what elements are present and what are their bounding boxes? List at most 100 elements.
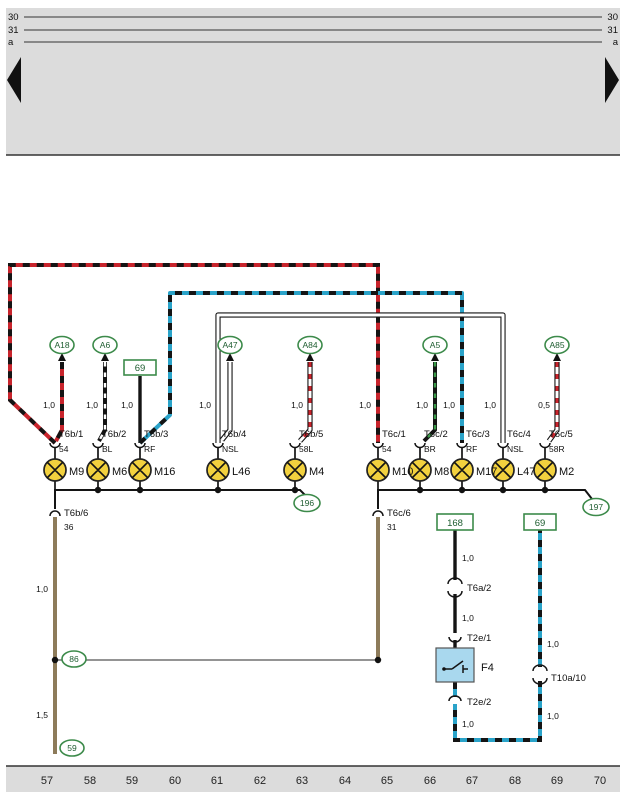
track-number: 61 <box>211 775 223 787</box>
track-number: 60 <box>169 775 181 787</box>
ref-node-A5 <box>422 335 448 355</box>
gauge-label: 1,5 <box>36 710 48 720</box>
gauge-label: 1,0 <box>291 400 303 410</box>
track-number: 63 <box>296 775 308 787</box>
wire-a47-stub <box>219 362 233 442</box>
rail-label-right-30: 30 <box>607 12 618 23</box>
continuation-arrow-left-icon <box>7 57 21 103</box>
node-label-197: 197 <box>589 502 603 512</box>
ref-node-A84 <box>297 335 323 355</box>
circuit-label: RF <box>466 444 477 454</box>
track-number: 67 <box>466 775 478 787</box>
track-number: 65 <box>381 775 393 787</box>
gauge-label: 1,0 <box>359 400 371 410</box>
gauge-label: 0,5 <box>538 400 550 410</box>
terminal-label: T6c/1 <box>382 429 406 440</box>
gauge-label: 1,0 <box>547 639 559 649</box>
rail-label-left-30: 30 <box>8 12 19 23</box>
bulb-name: M9 <box>69 466 84 478</box>
box-label-168: 168 <box>447 518 463 529</box>
connector-label-t2e2: T2e/2 <box>467 697 491 708</box>
bulb-stub-wires <box>54 447 546 490</box>
ref-label-a6: A6 <box>100 340 111 350</box>
f4-return-wire <box>453 530 542 742</box>
circuit-label-36: 36 <box>64 522 74 532</box>
ref-label-a18: A18 <box>54 340 69 350</box>
wire-box-69-right <box>523 513 557 531</box>
terminal-label: T6b/3 <box>144 429 168 440</box>
component-label-f4: F4 <box>481 662 494 674</box>
wire-box-168 <box>436 513 474 531</box>
bulb-name: M2 <box>559 466 574 478</box>
ref-node-A47 <box>217 335 243 355</box>
terminal-label: T6c/5 <box>549 429 573 440</box>
wire-rf-reversing-link <box>138 291 464 445</box>
circuit-label: NSL <box>222 444 239 454</box>
wire-box-69-left <box>123 359 157 376</box>
circuit-label: 58L <box>299 444 313 454</box>
box-label-69-right: 69 <box>535 518 546 529</box>
gauge-label: 1,0 <box>547 711 559 721</box>
node-label-86: 86 <box>69 654 79 664</box>
box-label-69-left: 69 <box>135 363 146 374</box>
ref-node-A85 <box>544 335 570 355</box>
connector-label-t6a2: T6a/2 <box>467 583 491 594</box>
circuit-label: BR <box>424 444 436 454</box>
circuit-label: 54 <box>382 444 392 454</box>
node-86 <box>61 650 87 668</box>
bulb-cross-glyphs <box>46 461 554 479</box>
inline-connectors <box>49 510 548 702</box>
connector-gaps <box>52 509 543 704</box>
terminal-label-t6c6: T6c/6 <box>387 508 411 519</box>
circuit-label: RF <box>144 444 155 454</box>
bulb-name: M10 <box>392 466 413 478</box>
wires-layer <box>8 263 593 754</box>
gauge-label: 1,0 <box>462 613 474 623</box>
bulb-name: M8 <box>434 466 449 478</box>
ref-arrow-a47-icon <box>226 353 234 361</box>
track-number: 62 <box>254 775 266 787</box>
ref-arrow-a84-icon <box>306 353 314 361</box>
track-number: 59 <box>126 775 138 787</box>
gauge-label: 1,0 <box>462 719 474 729</box>
rail-label-left-31: 31 <box>8 25 19 36</box>
ref-node-A18 <box>49 335 75 355</box>
terminal-label: T6b/4 <box>222 429 246 440</box>
connector-label-t10a10: T10a/10 <box>551 673 586 684</box>
wire-54-brake-main <box>8 263 380 445</box>
continuation-arrow-right-icon <box>605 57 619 103</box>
ref-arrow-a6-icon <box>101 353 109 361</box>
component-F4-switch <box>435 647 475 683</box>
bulb-name: M16 <box>154 466 175 478</box>
track-number: 68 <box>509 775 521 787</box>
terminal-label: T6b/1 <box>59 429 83 440</box>
rail-label-right-31: 31 <box>607 25 618 36</box>
gauge-label: 1,0 <box>484 400 496 410</box>
track-number: 70 <box>594 775 606 787</box>
f4-switch-contact-icon <box>444 660 468 673</box>
bulb-name: M4 <box>309 466 324 478</box>
track-number: 58 <box>84 775 96 787</box>
circuit-label: 58R <box>549 444 565 454</box>
ref-label-a85: A85 <box>549 340 564 350</box>
top-rail-section: 30 31 a 30 31 a <box>6 8 620 156</box>
wire-a5-stub <box>422 362 437 443</box>
gauge-label: 1,0 <box>86 400 98 410</box>
wire-a85-stub <box>546 362 560 443</box>
gauge-label: 1,0 <box>199 400 211 410</box>
ref-arrow-a85-icon <box>553 353 561 361</box>
ref-label-a84: A84 <box>302 340 317 350</box>
terminal-label: T6b/2 <box>102 429 126 440</box>
bulb-name: L46 <box>232 466 250 478</box>
junction-dots <box>51 486 549 664</box>
rail-label-right-a: a <box>613 37 619 48</box>
circuit-label: NSL <box>507 444 524 454</box>
track-number: 64 <box>339 775 351 787</box>
terminal-label-t6b6: T6b/6 <box>64 508 88 519</box>
bulb-name: M6 <box>112 466 127 478</box>
connector-label-t2e1: T2e/1 <box>467 633 491 644</box>
ground-bus-right <box>377 489 593 511</box>
f4-switch-box <box>435 647 475 683</box>
